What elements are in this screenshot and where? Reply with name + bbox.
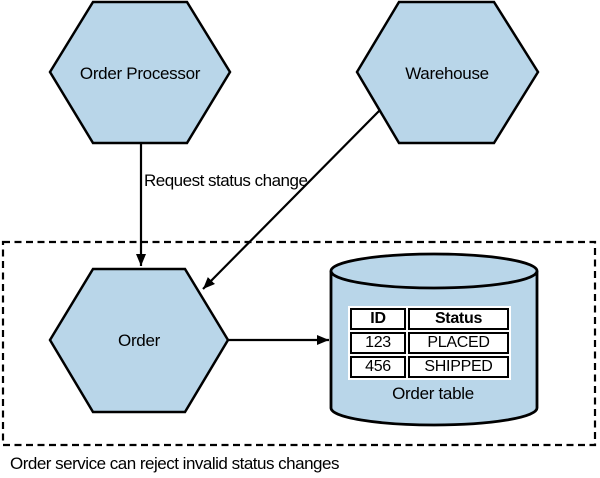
table-cell-id: 456 (350, 356, 406, 378)
order-table-row: 123 PLACED (350, 332, 509, 354)
column-header-status: Status (408, 308, 509, 330)
order-label: Order (118, 331, 160, 350)
request-status-change-label: Request status change (144, 171, 308, 190)
warehouse-hexagon (355, 0, 540, 145)
arrow-warehouse-to-order (202, 109, 381, 290)
order-table-caption: Order table (392, 384, 474, 403)
column-header-id: ID (350, 308, 406, 330)
order-processor-label: Order Processor (79, 64, 201, 83)
table-cell-id: 123 (350, 332, 406, 354)
order-table-header-row: ID Status (350, 308, 509, 330)
order-table-row: 456 SHIPPED (350, 356, 509, 378)
table-cell-status: PLACED (408, 332, 509, 354)
order-service-boundary-box (1, 240, 597, 447)
table-cell-status: SHIPPED (408, 356, 509, 378)
order-table: ID Status 123 PLACED 456 SHIPPED (348, 306, 511, 380)
database-cylinder-top (329, 252, 539, 290)
warehouse-label: Warehouse (405, 64, 489, 83)
figure-caption: Order service can reject invalid status … (10, 454, 339, 473)
order-processor-hexagon (48, 0, 232, 145)
